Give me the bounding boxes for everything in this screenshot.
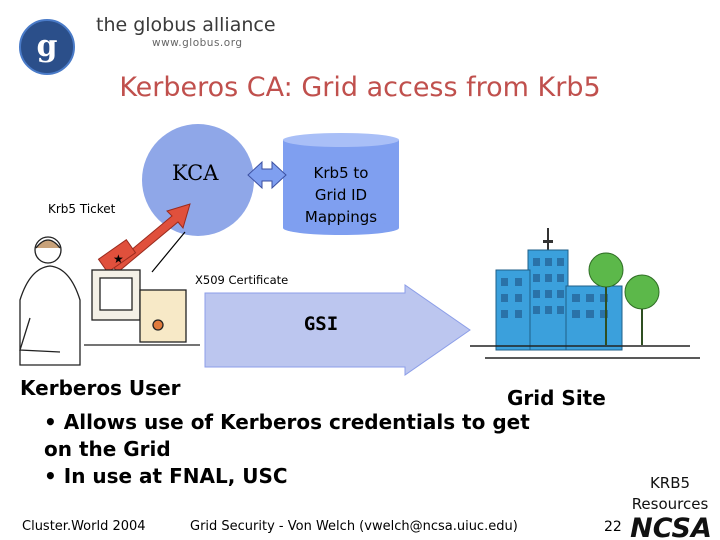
- ncsa-logo-icon: NCSA: [630, 513, 712, 540]
- kca-circle: [142, 124, 254, 236]
- logo-url: www.globus.org: [152, 37, 243, 49]
- kca-label: KCA: [172, 161, 219, 185]
- mapping-line-3: Mappings: [304, 208, 378, 226]
- footer-conference: Cluster.World 2004: [22, 519, 146, 534]
- svg-text:★: ★: [113, 252, 124, 266]
- ticket-arrow-icon: ★: [97, 203, 191, 274]
- bullet-1: • Allows use of Kerberos credentials to …: [44, 410, 530, 434]
- bullet-1-continued: on the Grid: [44, 437, 171, 461]
- logo-name: the globus alliance: [96, 14, 276, 36]
- gsi-arrow-icon: [204, 284, 471, 376]
- kerberos-user-clipart: [19, 236, 200, 366]
- krb5-resources-line-2: Resources: [631, 495, 709, 513]
- kerberos-user-label: Kerberos User: [20, 376, 181, 400]
- x509-arrow-line: [151, 231, 186, 273]
- grid-site-building-icon: [470, 228, 700, 359]
- x509-certificate-label: X509 Certificate: [195, 273, 289, 287]
- krb5-resources-line-1: KRB5: [649, 474, 691, 492]
- mapping-database-label: Krb5 to Grid ID Mappings: [285, 162, 397, 228]
- ncsa-logo-text: NCSA: [630, 513, 712, 540]
- mapping-database-icon: [283, 133, 399, 235]
- footer-author: Grid Security - Von Welch (vwelch@ncsa.u…: [190, 519, 518, 534]
- double-arrow-icon: [247, 160, 287, 190]
- grid-site-label: Grid Site: [507, 386, 606, 410]
- mapping-line-2: Grid ID: [314, 186, 368, 204]
- page-number: 22: [604, 519, 622, 535]
- krb5-ticket-label: Krb5 Ticket: [48, 202, 116, 216]
- slide-title: Kerberos CA: Grid access from Krb5: [119, 72, 601, 103]
- svg-text:g: g: [37, 29, 58, 64]
- krb5-resources-label: KRB5 Resources: [622, 473, 718, 515]
- gsi-label: GSI: [303, 313, 339, 335]
- globus-logo-icon: g: [19, 19, 75, 75]
- mapping-line-1: Krb5 to: [313, 164, 369, 182]
- bullet-2: • In use at FNAL, USC: [44, 464, 288, 488]
